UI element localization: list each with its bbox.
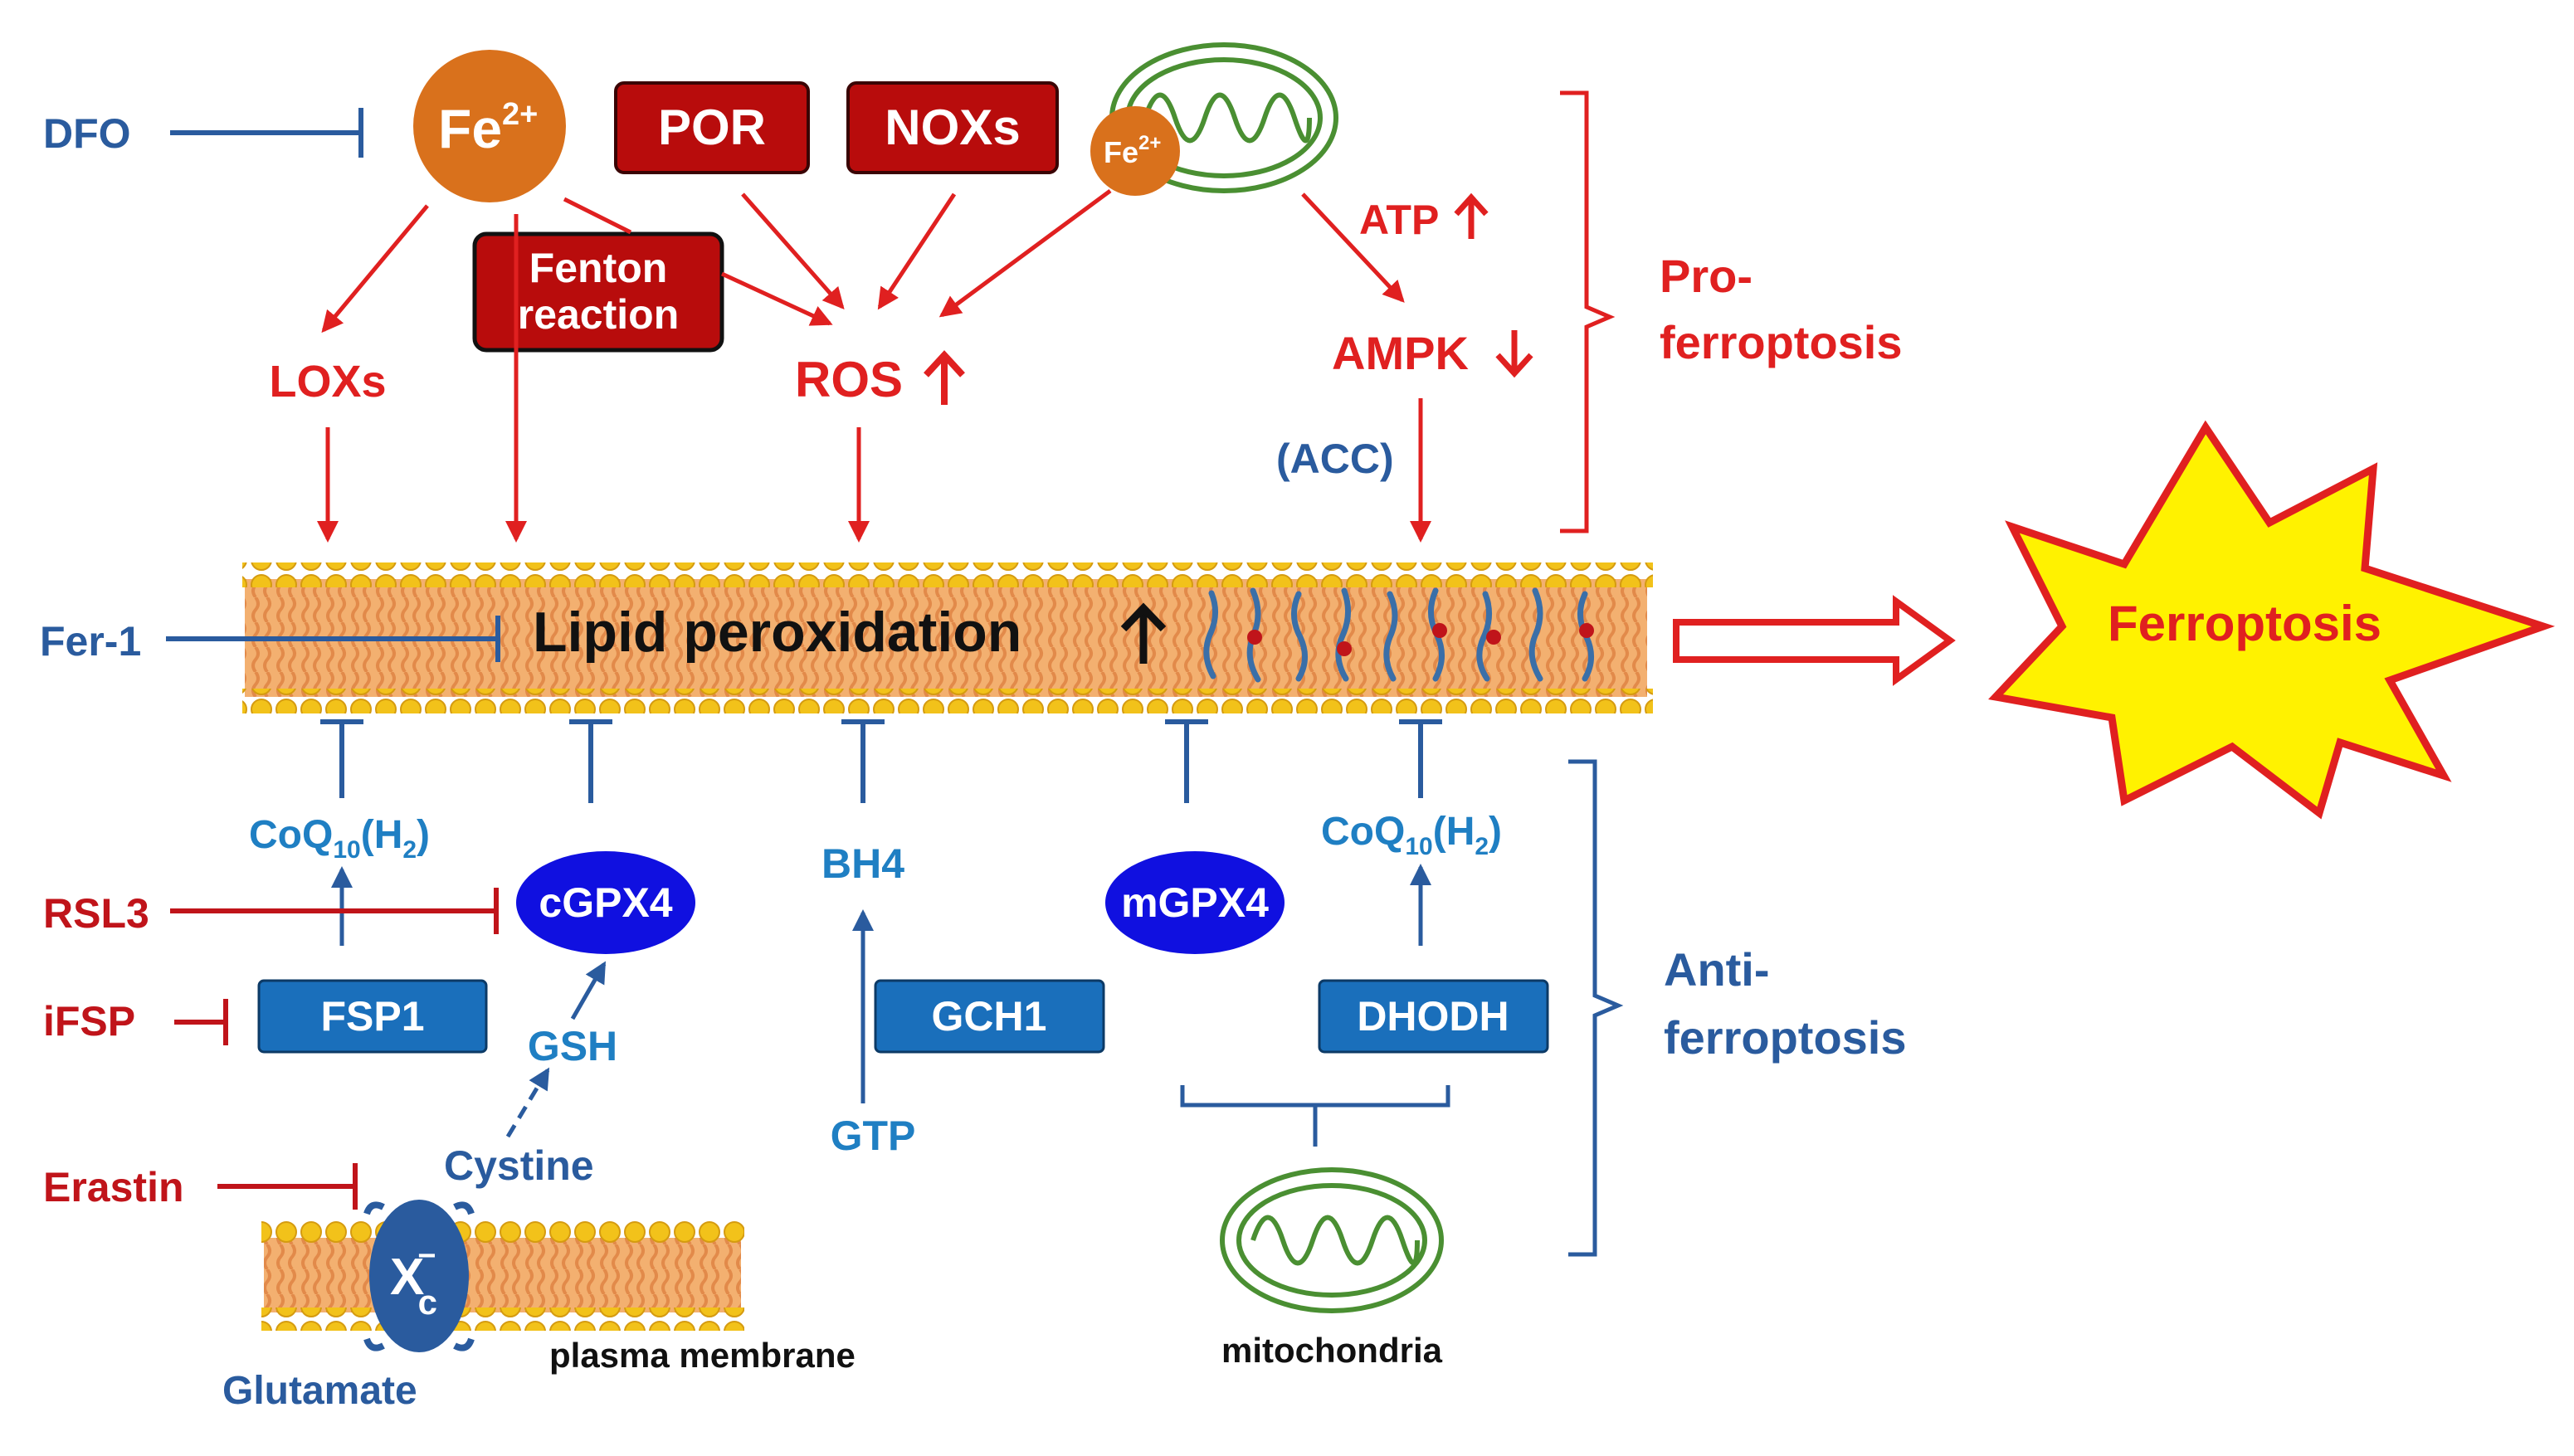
ifsp-inhibition [174,999,228,1045]
loxs-label: LOXs [269,357,386,407]
gtp-label: GTP [831,1113,916,1159]
noxs-label: NOXs [885,100,1020,155]
fsp1-label: FSP1 [320,993,424,1040]
dfo-label: DFO [43,110,131,157]
atp-label: ATP [1359,197,1439,243]
lipid-bilayer: Lipid peroxidation [242,562,1653,713]
cgpx4-node: cGPX4 [516,851,695,954]
erastin-inhibition [217,1163,358,1210]
fe2-small-node: Fe2+ [1090,106,1180,196]
noxs-box: NOXs [846,81,1059,174]
glutamate-label: Glutamate [222,1369,417,1413]
rsl3-label: RSL3 [43,890,149,937]
svg-text:Fe2+: Fe2+ [1104,132,1161,169]
rsl3-inhibition [170,888,499,934]
mgpx4-node: mGPX4 [1105,851,1285,954]
erastin-label: Erastin [43,1164,184,1210]
ampk-down-arrow-icon [1495,330,1533,378]
coq10-right-label: CoQ10(H2) [1321,810,1502,860]
fe-superscript: 2+ [502,97,538,132]
ros-group: ROS [795,350,965,407]
ferroptosis-label: Ferroptosis [2108,596,2381,651]
plasma-membrane [261,1221,744,1331]
dhodh-box: DHODH [1318,979,1549,1054]
anti-group-label-1: Anti- [1664,943,1770,996]
mitochondria-label: mitochondria [1221,1331,1443,1370]
por-box: POR [614,81,810,174]
fe-text: Fe [438,98,502,159]
ampk-label: AMPK [1332,327,1469,379]
fer1-inhibition [166,616,500,662]
fenton-label-2: reaction [518,291,680,338]
pro-bracket [1560,90,1616,533]
por-label: POR [658,100,766,155]
pro-group-label-2: ferroptosis [1660,316,1903,368]
dfo-inhibition [170,108,363,158]
gch1-box: GCH1 [874,979,1105,1054]
ros-up-arrow-icon [924,350,965,405]
xc-superscript: − [417,1239,436,1273]
oxidation-dots [1247,623,1594,656]
pro-group-label-1: Pro- [1660,250,1753,302]
mgpx4-label: mGPX4 [1121,879,1269,926]
svg-text:X−c: X− c [390,1239,437,1322]
membrane-to-ferroptosis-arrow [1673,595,1956,686]
dhodh-label: DHODH [1357,993,1509,1040]
fenton-box: Fenton reaction [472,231,724,353]
fer1-label: Fer-1 [40,618,141,665]
ampk-group: AMPK [1332,327,1533,379]
anti-inhibitions [320,719,1442,803]
anti-group-label-2: ferroptosis [1664,1011,1907,1064]
xc-text: X [390,1249,424,1306]
cgpx4-label: cGPX4 [539,879,672,926]
system-xc-transporter: X− c [363,1200,475,1352]
fe-small-text: Fe [1104,135,1138,169]
ferroptosis-burst: Ferroptosis [1988,420,2556,820]
mitochondrion-bottom [1220,1167,1444,1313]
bh4-label: BH4 [821,840,904,887]
anti-bracket [1568,759,1624,1257]
plasma-membrane-label: plasma membrane [549,1336,856,1375]
anti-arrows [331,864,1431,1138]
fenton-label-1: Fenton [529,245,668,291]
ifsp-label: iFSP [43,998,135,1045]
coq10-left-label: CoQ10(H2) [249,813,430,864]
ros-label: ROS [795,352,903,407]
fe-small-superscript: 2+ [1138,132,1161,154]
lipid-peroxidation-label: Lipid peroxidation [533,601,1021,664]
up-arrow-icon [1120,602,1167,664]
gch1-label: GCH1 [932,993,1047,1040]
fsp1-box: FSP1 [257,979,488,1054]
svg-text:Fe2+: Fe2+ [438,97,538,159]
fe2-node: Fe2+ [413,50,566,202]
acc-label: (ACC) [1276,436,1394,482]
gsh-label: GSH [528,1023,617,1069]
pro-arrows [317,188,1431,543]
xc-subscript: c [418,1283,437,1322]
atp-group: ATP [1359,192,1489,243]
mitochondria-bracket [1180,1085,1450,1147]
atp-up-arrow-icon [1454,192,1489,239]
cystine-label: Cystine [444,1142,594,1189]
